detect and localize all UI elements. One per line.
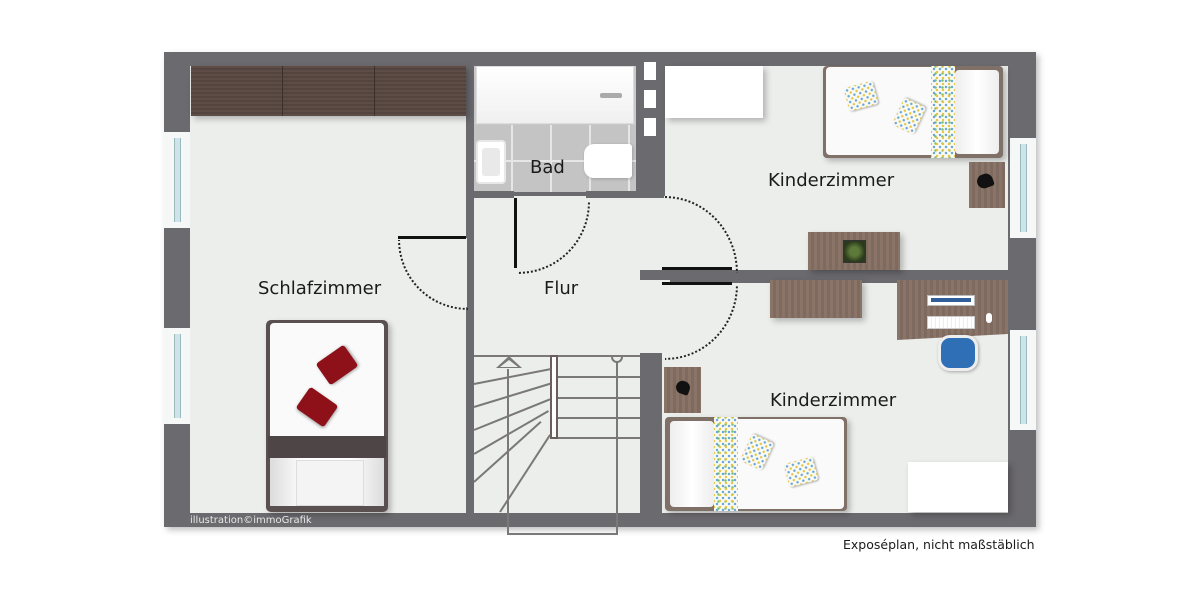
plan-caption: Exposéplan, nicht maßstäblich bbox=[843, 537, 1035, 552]
stair-arrow-icon-inner bbox=[500, 360, 518, 367]
window-kinder-top bbox=[1010, 138, 1036, 238]
bed-blanket-fold bbox=[268, 436, 386, 458]
bathtub-drain bbox=[600, 93, 622, 98]
stair-d1 bbox=[473, 368, 551, 385]
wardrobe bbox=[191, 66, 466, 116]
bed-kinder-top-blanket bbox=[931, 66, 955, 158]
dresser-top bbox=[665, 66, 763, 118]
stair-h4 bbox=[558, 437, 640, 439]
dresser-bottom bbox=[908, 462, 1008, 512]
desk-chair[interactable] bbox=[938, 335, 978, 371]
room-label-kinderzimmer-bottom: Kinderzimmer bbox=[770, 390, 897, 411]
stair-start-circle-icon bbox=[611, 355, 623, 363]
stair-h2 bbox=[558, 397, 640, 399]
bed-kinder-bottom-pillow bbox=[670, 421, 714, 507]
bathtub bbox=[476, 66, 634, 124]
wall-bad-bottom-left bbox=[474, 191, 514, 198]
wall-schlaf-flur-upper bbox=[466, 66, 474, 238]
room-label-flur: Flur bbox=[544, 278, 579, 299]
monitor-icon bbox=[927, 295, 975, 306]
door-kinderzimmer-bottom[interactable] bbox=[662, 282, 732, 285]
niche-2 bbox=[644, 90, 656, 108]
desk-corner bbox=[897, 280, 1008, 340]
staircase bbox=[473, 353, 640, 535]
window-kinder-bottom bbox=[1010, 330, 1036, 430]
bed-pillow bbox=[296, 460, 364, 506]
window-schlaf-1 bbox=[164, 132, 190, 228]
wardrobe-divider-1 bbox=[282, 66, 283, 116]
illustration-credit: illustration©immoGrafik bbox=[190, 515, 312, 526]
plant-icon bbox=[843, 240, 866, 263]
room-label-kinderzimmer-top: Kinderzimmer bbox=[768, 170, 895, 191]
window-schlaf-2 bbox=[164, 328, 190, 424]
stair-walkline-bottom bbox=[507, 533, 617, 535]
bed-kinder-top-pillow bbox=[955, 70, 999, 154]
keyboard-icon bbox=[927, 316, 975, 329]
door-bad[interactable] bbox=[514, 198, 517, 268]
stair-h1 bbox=[558, 376, 640, 378]
wall-kinder-divider bbox=[640, 270, 1008, 280]
wardrobe-divider-2 bbox=[374, 66, 375, 116]
bad-tiles-h bbox=[474, 160, 636, 162]
wall-bad-bottom-right bbox=[586, 191, 664, 198]
room-label-schlafzimmer: Schlafzimmer bbox=[258, 278, 382, 299]
washbasin bbox=[476, 140, 506, 184]
toilet bbox=[584, 144, 632, 178]
stair-walkline-v bbox=[507, 369, 509, 535]
stair-walkline-v2 bbox=[616, 361, 618, 535]
stair-well bbox=[550, 355, 558, 439]
door-schlafzimmer[interactable] bbox=[398, 236, 466, 239]
wall-schlaf-flur-lower bbox=[466, 307, 474, 513]
stair-h3 bbox=[558, 417, 640, 419]
room-label-bad: Bad bbox=[530, 157, 565, 178]
bed-kinder-bottom-blanket bbox=[714, 417, 738, 511]
mouse-icon bbox=[986, 313, 992, 323]
niche-3 bbox=[644, 118, 656, 136]
niche-1 bbox=[644, 62, 656, 80]
wall-stair-right bbox=[640, 353, 662, 513]
desk-left bbox=[770, 280, 862, 318]
